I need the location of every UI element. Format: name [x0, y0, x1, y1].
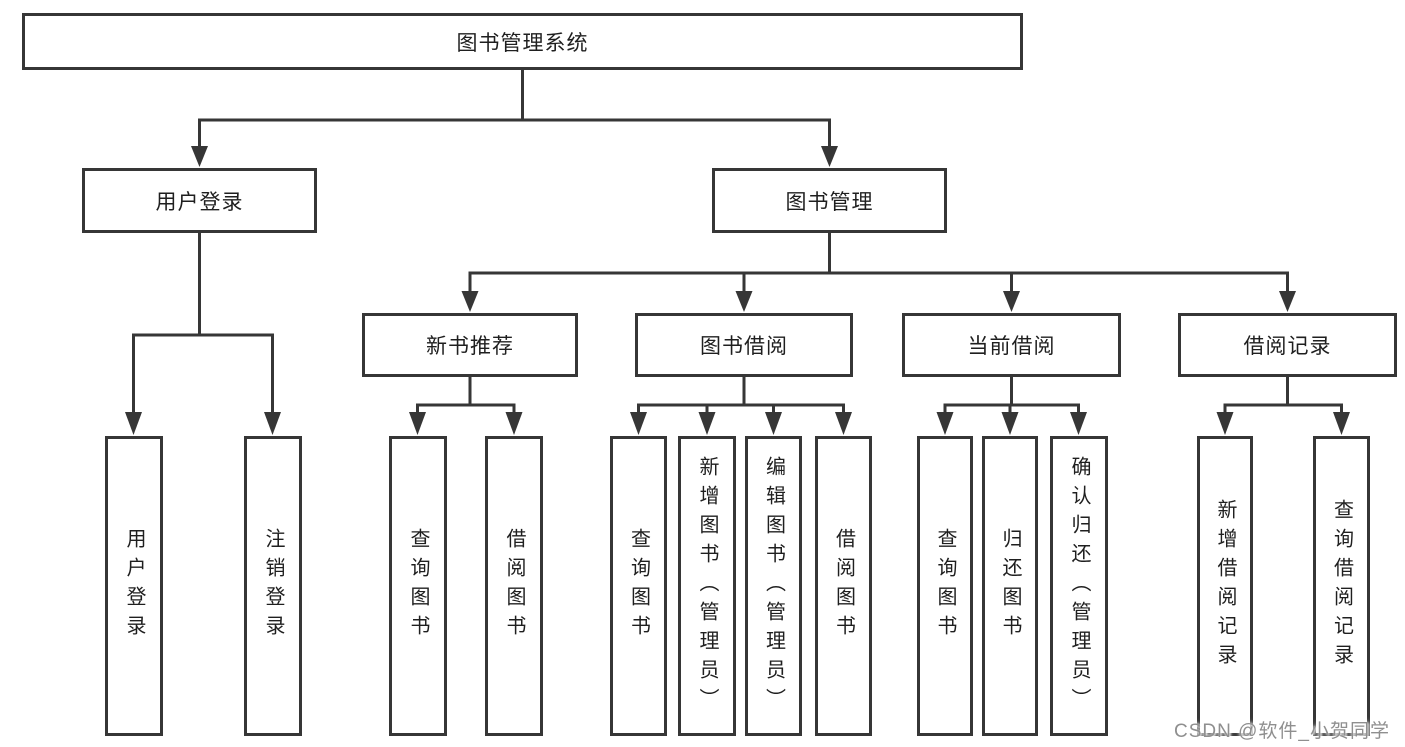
node-user-login: 用户登录: [82, 168, 317, 233]
node-query-books-recommend: 查询图书: [389, 436, 447, 736]
node-current-borrow-label: 当前借阅: [967, 335, 1056, 358]
node-query-borrow-record: 查询借阅记录: [1313, 436, 1370, 736]
node-add-borrow-record: 新增借阅记录: [1197, 436, 1253, 736]
node-user-login-leaf-label: 用户登录: [123, 528, 145, 644]
node-confirm-return-admin-label: 确认归还（管理员）: [1068, 455, 1090, 717]
node-user-login-label: 用户登录: [155, 190, 244, 214]
node-new-book-recommend: 新书推荐: [362, 313, 578, 377]
node-borrow-books-recommend-label: 借阅图书: [503, 528, 525, 644]
node-query-borrow-record-label: 查询借阅记录: [1330, 499, 1353, 673]
node-query-books-borrow-label: 查询图书: [627, 528, 650, 644]
node-book-management: 图书管理: [712, 168, 947, 233]
node-borrow-records-label: 借阅记录: [1243, 335, 1332, 358]
node-edit-book-admin-label: 编辑图书（管理员）: [762, 455, 785, 717]
node-add-book-admin: 新增图书（管理员）: [678, 436, 736, 736]
node-edit-book-admin: 编辑图书（管理员）: [745, 436, 802, 736]
node-query-books-current-label: 查询图书: [934, 528, 956, 644]
node-borrow-records: 借阅记录: [1178, 313, 1397, 377]
watermark: CSDN @软件_小贺同学: [1174, 721, 1390, 742]
node-book-borrow-label: 图书借阅: [700, 335, 788, 358]
node-add-borrow-record-label: 新增借阅记录: [1214, 499, 1236, 673]
node-borrow-books: 借阅图书: [815, 436, 872, 736]
node-logout: 注销登录: [244, 436, 302, 736]
node-borrow-books-recommend: 借阅图书: [485, 436, 543, 736]
node-current-borrow: 当前借阅: [902, 313, 1121, 377]
node-confirm-return-admin: 确认归还（管理员）: [1050, 436, 1108, 736]
node-borrow-books-label: 借阅图书: [832, 528, 855, 644]
node-book-borrow: 图书借阅: [635, 313, 853, 377]
node-add-book-admin-label: 新增图书（管理员）: [696, 455, 718, 717]
node-return-book: 归还图书: [982, 436, 1038, 736]
arrow-heads: [125, 146, 1350, 435]
node-query-books-recommend-label: 查询图书: [407, 528, 429, 644]
node-logout-label: 注销登录: [262, 528, 284, 644]
node-query-books-current: 查询图书: [917, 436, 973, 736]
node-root: 图书管理系统: [22, 13, 1023, 70]
node-query-books-borrow: 查询图书: [610, 436, 667, 736]
node-new-book-recommend-label: 新书推荐: [426, 335, 514, 358]
node-book-management-label: 图书管理: [785, 190, 874, 214]
node-return-book-label: 归还图书: [999, 528, 1021, 644]
node-root-label: 图书管理系统: [456, 31, 589, 55]
node-user-login-leaf: 用户登录: [105, 436, 163, 736]
